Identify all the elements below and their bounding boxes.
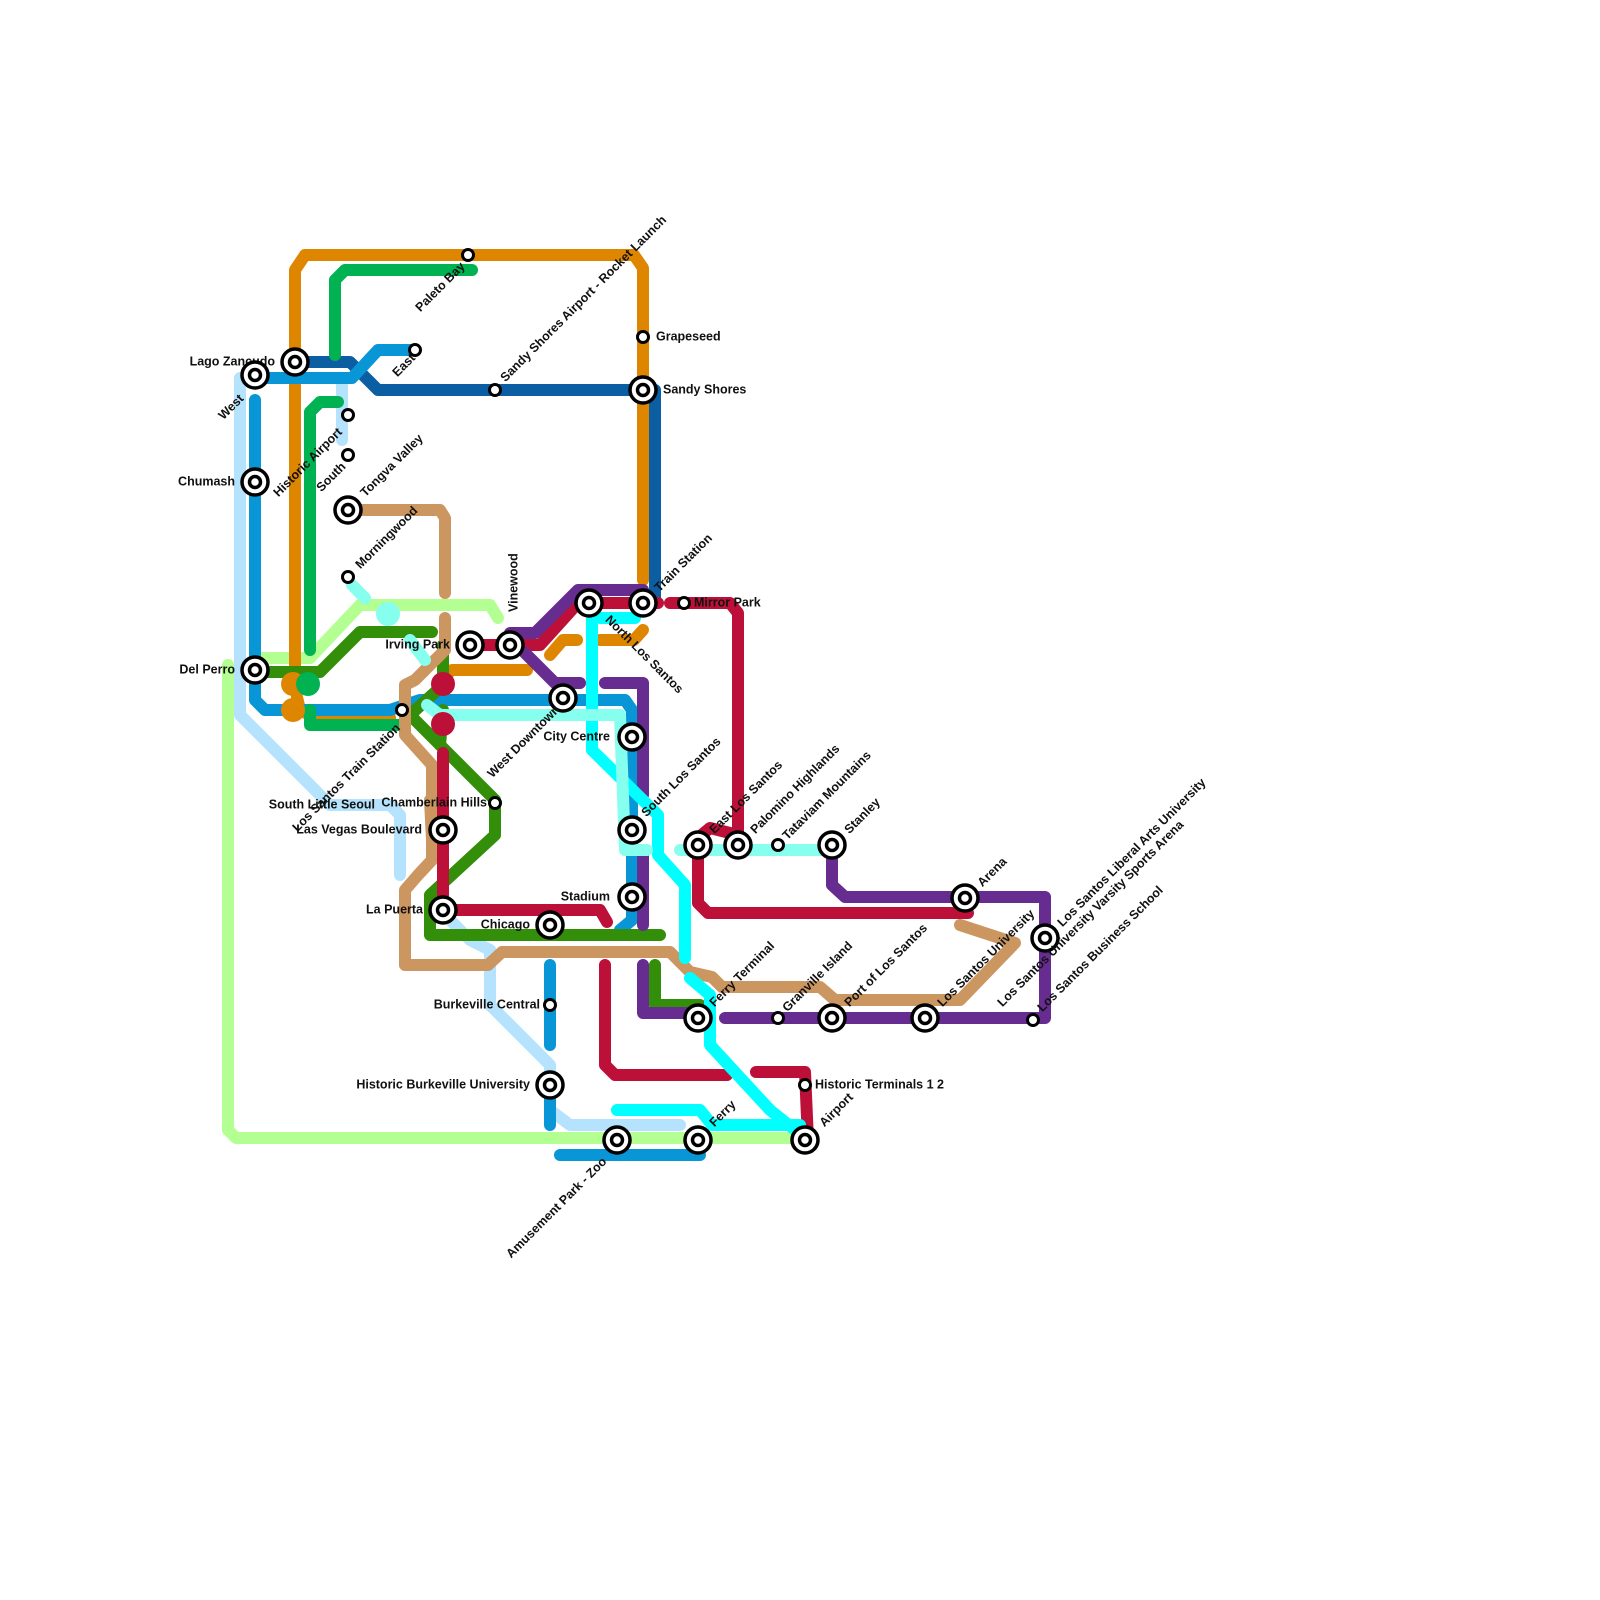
station-label: Vinewood	[506, 553, 520, 612]
station-label: East Los Santos	[707, 758, 786, 837]
interchange-marker-core	[545, 920, 556, 931]
interchange-marker-core	[250, 665, 261, 676]
interchange-marker-core	[545, 1080, 556, 1091]
station-label: Los Santos University	[935, 907, 1038, 1010]
station-label: Historic Terminals 1 2	[815, 1077, 944, 1091]
station-amusement-park-zoo[interactable]: Amusement Park - Zoo	[503, 1127, 630, 1261]
interchange-marker-core	[960, 893, 971, 904]
interchange-marker-core	[505, 640, 516, 651]
stop-marker[interactable]	[343, 572, 354, 583]
station-label: Mirror Park	[694, 595, 761, 609]
station-label: Grapeseed	[656, 329, 721, 343]
stop-marker[interactable]	[490, 798, 501, 809]
station-label: Tongva Valley	[358, 431, 426, 499]
stop-marker[interactable]	[397, 705, 408, 716]
station-burkeville-central[interactable]: Burkeville Central	[434, 997, 556, 1011]
interchange-marker-core	[250, 370, 261, 381]
station-chamberlain-hills[interactable]: Chamberlain Hills	[381, 795, 500, 809]
station-historic-terminals-1-2[interactable]: Historic Terminals 1 2	[800, 1077, 945, 1091]
interchange-marker-core	[290, 357, 301, 368]
dark-blue-line-segment	[295, 362, 655, 600]
stop-marker[interactable]	[343, 450, 354, 461]
stop-marker[interactable]	[679, 598, 690, 609]
station-label: Chicago	[481, 917, 531, 931]
interchange-marker-core	[343, 505, 354, 516]
stop-marker[interactable]	[1028, 1015, 1039, 1026]
interchange-marker-core	[465, 640, 476, 651]
interchange-marker-core	[733, 840, 744, 851]
lime-line-segment	[228, 665, 790, 1138]
station-label: Arena	[975, 854, 1011, 890]
orange-line-segment	[550, 640, 577, 655]
station-label: Sandy Shores	[663, 382, 746, 396]
station-label: South Little Seoul	[269, 797, 375, 811]
station-label: Burkeville Central	[434, 997, 540, 1011]
station-label: Chumash	[178, 474, 235, 488]
pale-cyan-transfer-dot	[376, 602, 400, 626]
stop-marker[interactable]	[800, 1080, 811, 1091]
station-label: Historic Burkeville University	[356, 1077, 530, 1091]
interchange-marker-core	[250, 477, 261, 488]
interchange-marker-core	[693, 840, 704, 851]
stop-marker[interactable]	[343, 410, 354, 421]
interchange-marker-core	[827, 840, 838, 851]
station-label: Chamberlain Hills	[381, 795, 487, 809]
station-la-puerta[interactable]: La Puerta	[366, 897, 456, 923]
interchange-marker-core	[638, 385, 649, 396]
station-las-vegas-boulevard[interactable]: Las Vegas Boulevard	[296, 817, 456, 843]
interchange-marker-core	[827, 1013, 838, 1024]
green-transfer-dot	[296, 672, 320, 696]
interchange-marker-core	[438, 825, 449, 836]
red-transfer-dot	[431, 712, 455, 736]
station-south-little-seoul[interactable]: South Little Seoul	[269, 797, 375, 811]
station-label: South Los Santos	[639, 734, 724, 819]
interchange-marker-core	[800, 1135, 811, 1146]
stop-marker[interactable]	[773, 840, 784, 851]
interchange-marker-core	[627, 732, 638, 743]
stop-marker[interactable]	[545, 1000, 556, 1011]
station-label: Airport	[817, 1090, 857, 1130]
station-grapeseed[interactable]: Grapeseed	[638, 329, 721, 343]
station-label: Train Station	[652, 531, 715, 594]
stop-marker[interactable]	[463, 250, 474, 261]
station-label: Irving Park	[385, 637, 450, 651]
interchange-marker-core	[584, 598, 595, 609]
station-label: La Puerta	[366, 902, 424, 916]
interchange-marker-core	[638, 598, 649, 609]
station-stanley[interactable]: Stanley	[819, 795, 883, 858]
station-label: City Centre	[543, 729, 610, 743]
station-label: Amusement Park - Zoo	[503, 1154, 609, 1260]
interchange-marker-core	[1040, 933, 1051, 944]
station-label: Stanley	[842, 795, 883, 836]
interchange-marker-core	[558, 693, 569, 704]
station-sandy-shores[interactable]: Sandy Shores	[630, 377, 746, 403]
orange-transfer-dot	[281, 698, 305, 722]
pale-cyan-line-segment	[352, 585, 365, 598]
stop-marker[interactable]	[490, 385, 501, 396]
station-label: Las Vegas Boulevard	[296, 822, 422, 836]
interchange-marker-core	[627, 892, 638, 903]
red-transfer-dot	[431, 672, 455, 696]
cyan-line-segment	[690, 978, 795, 1130]
station-vinewood[interactable]: Vinewood	[497, 553, 523, 658]
interchange-marker-core	[627, 825, 638, 836]
station-chumash[interactable]: Chumash	[178, 469, 268, 495]
interchange-marker-core	[438, 905, 449, 916]
stop-marker[interactable]	[773, 1013, 784, 1024]
station-label: South	[314, 460, 349, 495]
station-label: Del Perro	[179, 662, 235, 676]
interchange-marker-core	[693, 1013, 704, 1024]
interchange-marker-core	[920, 1013, 931, 1024]
station-label: Stadium	[561, 889, 610, 903]
interchange-marker-core	[612, 1135, 623, 1146]
station-historic-burkeville-university[interactable]: Historic Burkeville University	[356, 1072, 563, 1098]
stop-marker[interactable]	[638, 332, 649, 343]
interchange-marker-core	[693, 1135, 704, 1146]
